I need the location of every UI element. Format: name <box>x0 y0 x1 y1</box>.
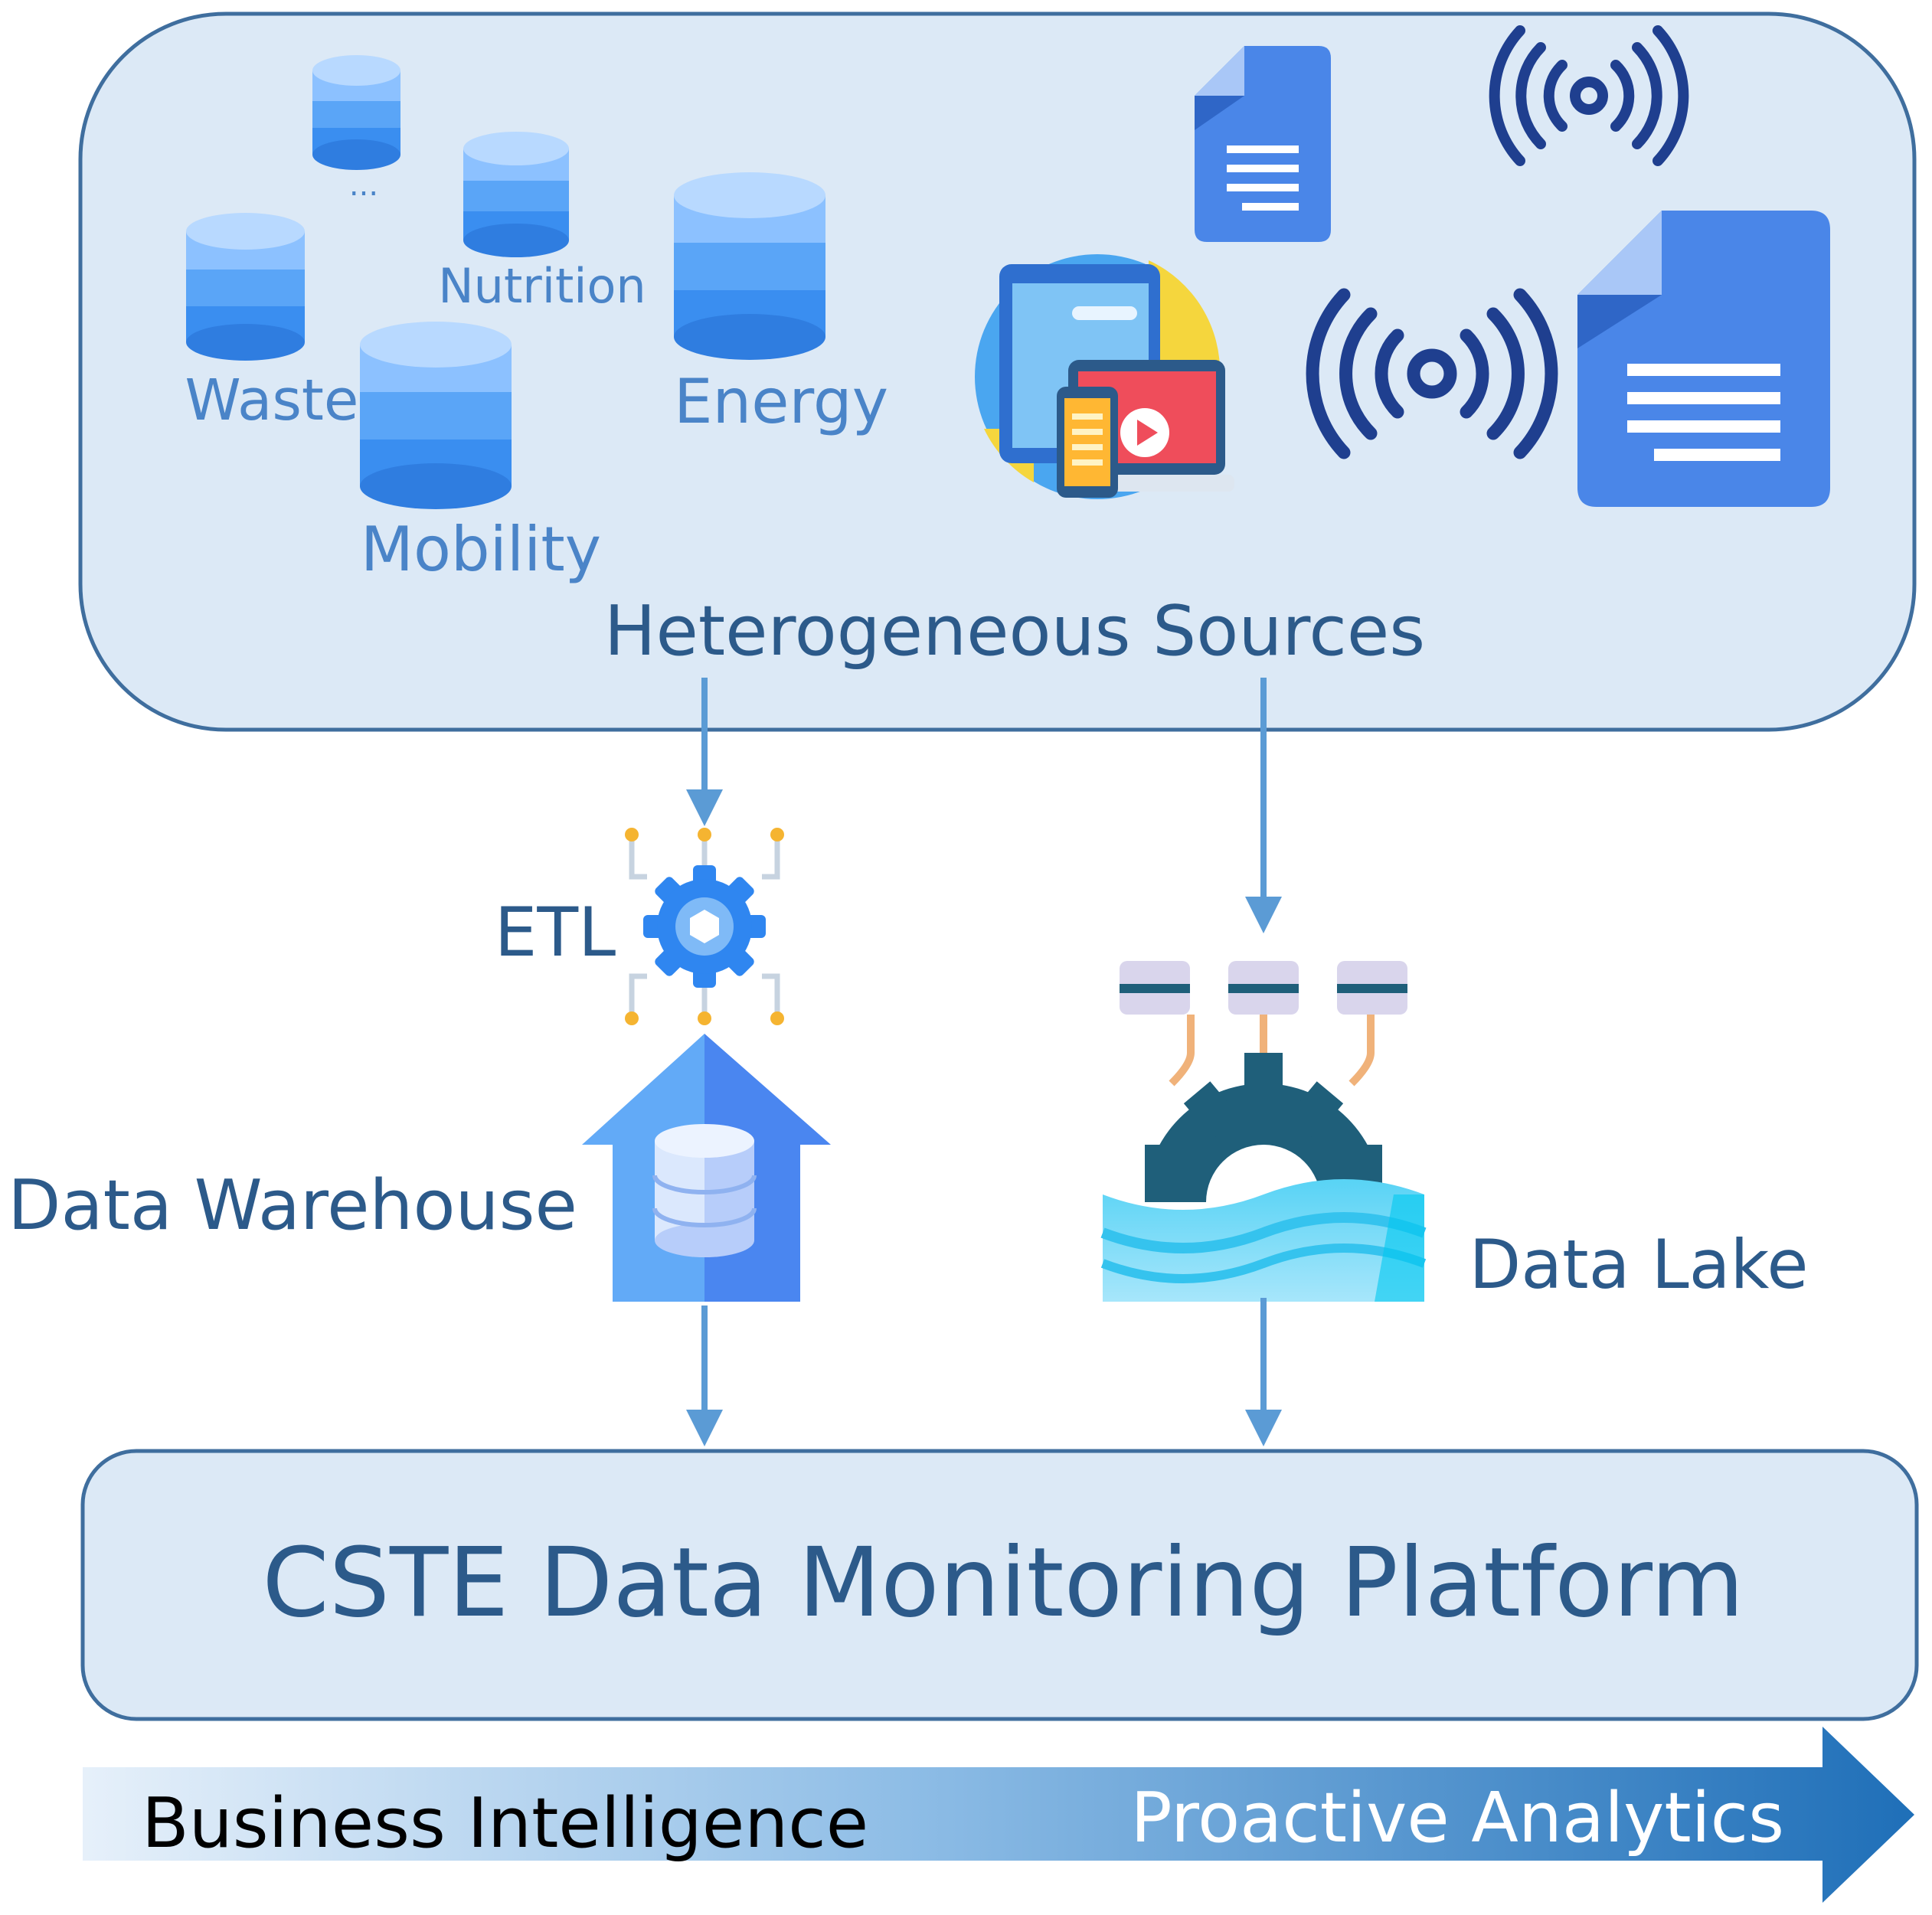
multimedia-devices-icon <box>975 254 1234 499</box>
proactive-analytics-label: Proactive Analytics <box>1130 1778 1784 1858</box>
database-label-mobility: Mobility <box>361 514 601 585</box>
database-icon-misc <box>312 55 400 170</box>
sensor-signal-icon-large <box>1306 288 1558 459</box>
document-icon-large <box>1577 211 1830 507</box>
sources-title: Heterogeneous Sources <box>604 591 1425 672</box>
data-lake-icon <box>1100 961 1427 1302</box>
etl-label: ETL <box>495 893 616 972</box>
database-icon-mobility <box>360 322 512 509</box>
database-label-energy: Energy <box>674 366 888 437</box>
business-intelligence-label: Business Intelligence <box>142 1783 868 1864</box>
etl-gear-icon <box>625 828 784 1025</box>
database-label-misc: ... <box>349 168 378 203</box>
database-icon-energy <box>674 172 825 360</box>
data-lake-label: Data Lake <box>1469 1225 1808 1304</box>
database-icon-waste <box>186 213 305 361</box>
database-icon-nutrition <box>463 132 569 257</box>
analytics-spectrum-arrow <box>83 1727 1914 1903</box>
platform-title: CSTE Data Monitoring Platform <box>262 1528 1744 1639</box>
platform-panel <box>80 1449 1919 1721</box>
document-icon-small <box>1195 46 1331 242</box>
data-warehouse-label: Data Warehouse <box>8 1165 577 1246</box>
database-label-waste: Waste <box>185 368 359 433</box>
sensor-signal-icon-small <box>1489 25 1689 166</box>
data-warehouse-icon <box>582 1034 831 1302</box>
database-label-nutrition: Nutrition <box>438 258 646 314</box>
